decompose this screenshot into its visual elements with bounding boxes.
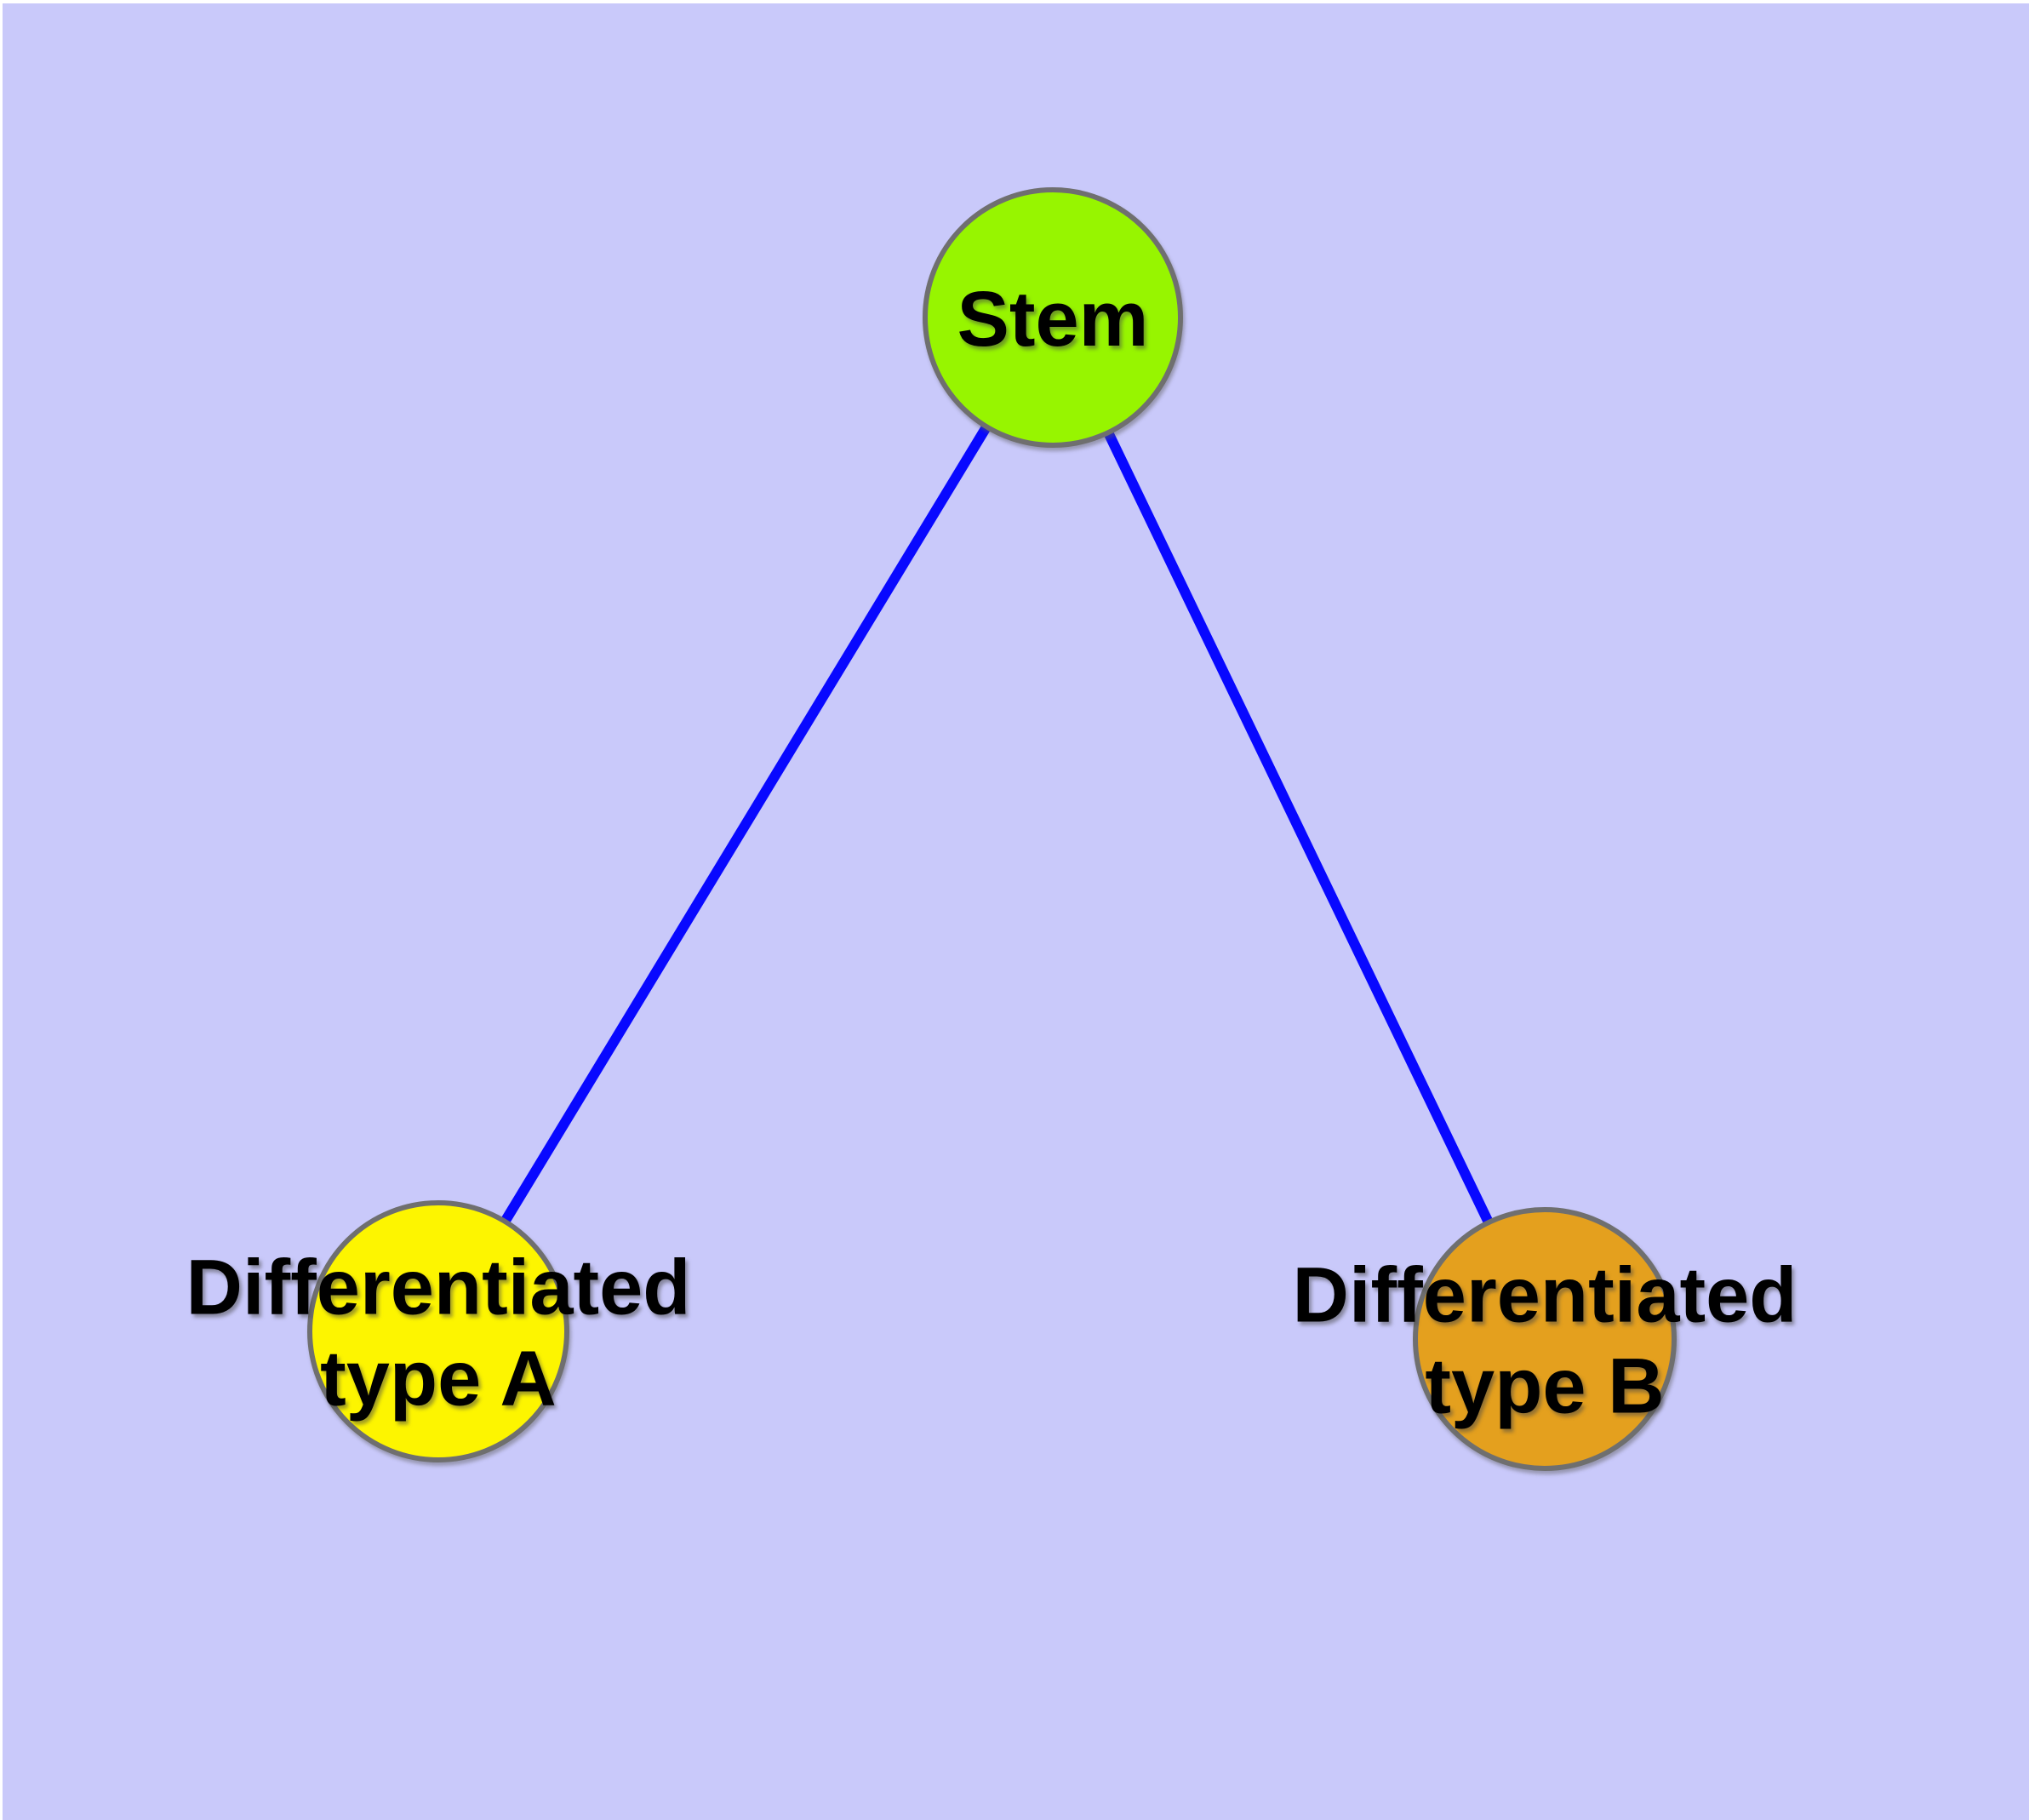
node-label-stem: Stem	[957, 276, 1149, 363]
node-label-line: type A	[320, 1336, 557, 1422]
edges-layer	[433, 314, 1550, 1342]
node-label-line: type B	[1425, 1343, 1664, 1430]
node-circle-stem	[923, 187, 1183, 448]
node-label-line: Differentiated	[1293, 1252, 1798, 1339]
edge-stem-type-a	[433, 314, 1058, 1335]
node-circle-type-a	[307, 1200, 569, 1462]
node-label-line: Stem	[957, 276, 1149, 363]
node-label-line: Differentiated	[186, 1245, 691, 1331]
node-circle-type-b	[1413, 1207, 1677, 1471]
node-stem: Stem	[923, 187, 1183, 448]
edge-stem-type-b	[1048, 315, 1550, 1342]
